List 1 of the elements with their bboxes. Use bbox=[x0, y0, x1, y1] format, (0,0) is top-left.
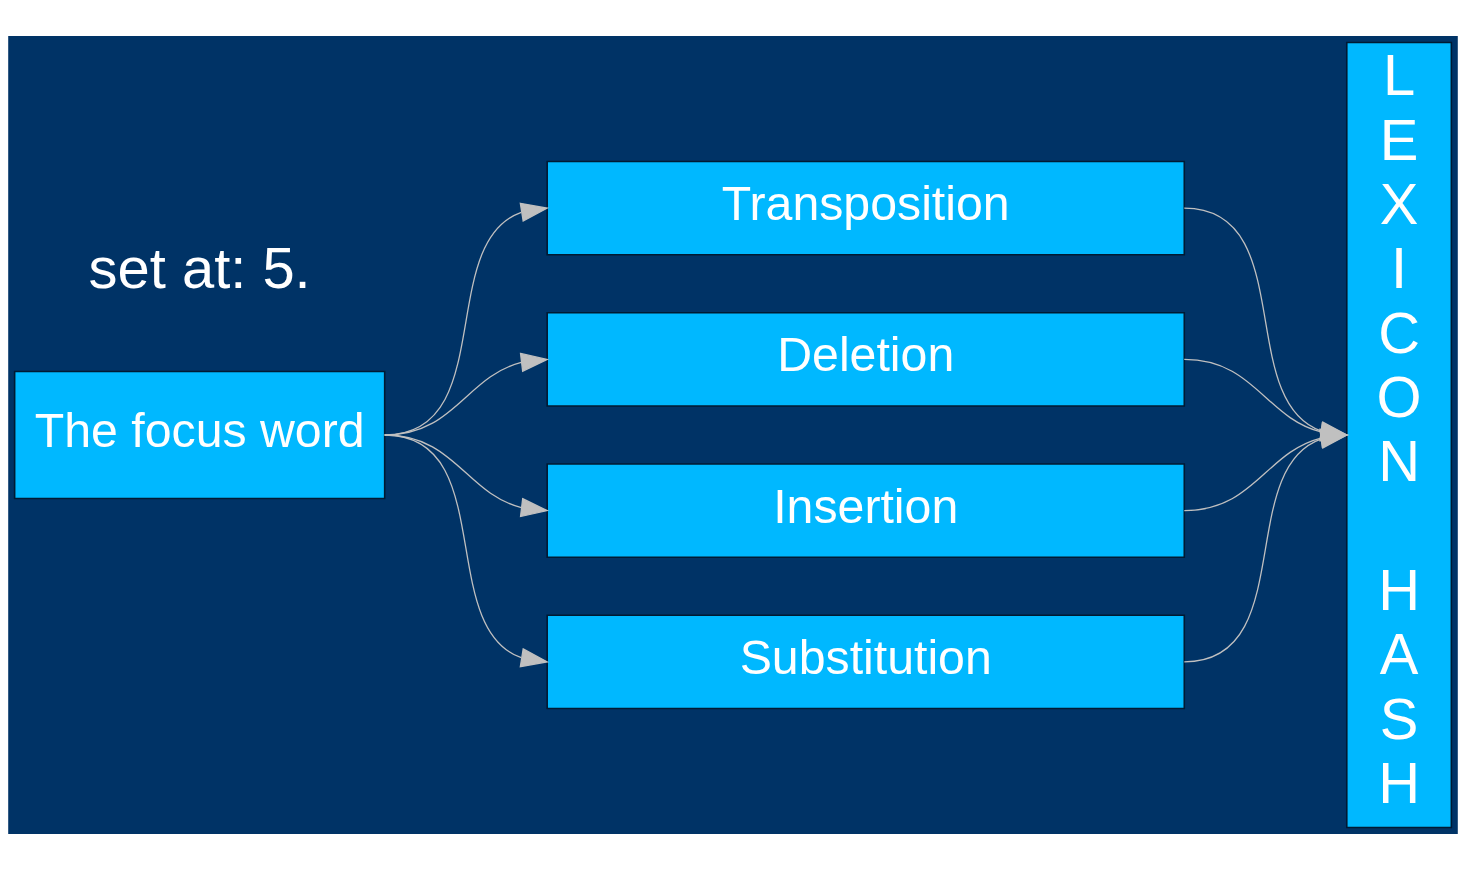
label: set at: 5. bbox=[88, 236, 311, 301]
